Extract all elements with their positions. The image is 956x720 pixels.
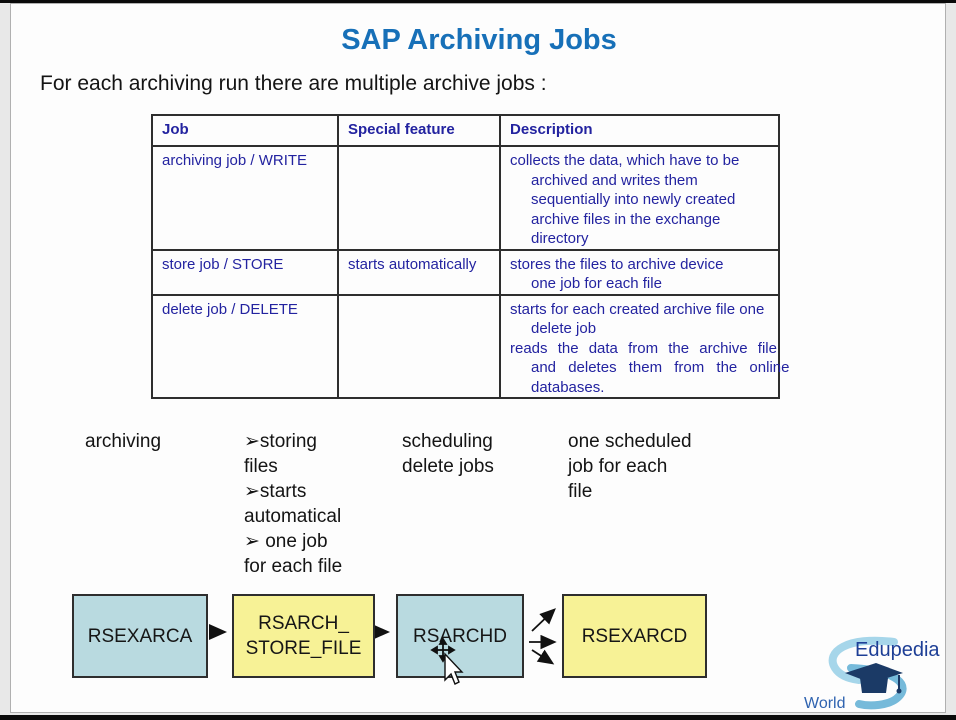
annotation-line: archiving	[85, 431, 162, 452]
annotation-archiving: archiving	[85, 429, 161, 454]
annotation-line: for each file	[244, 556, 343, 577]
annotation-line: file	[568, 481, 593, 502]
job-text: store job / STORE	[162, 255, 284, 273]
logo-brand-text: Edupedia	[855, 639, 940, 661]
description-line: sequentially into newly created	[531, 191, 736, 208]
description-line: directory	[531, 230, 589, 247]
flow-box-rsarch-store-file: RSARCH_ STORE_FILE	[232, 594, 375, 678]
column-header-description: Description	[499, 114, 780, 147]
graduation-cap-tassel-knob	[896, 688, 902, 694]
flow-box-label: RSEXARCD	[581, 625, 688, 647]
feature-text: starts automatically	[348, 255, 477, 273]
annotation-scheduling: scheduling delete jobs	[402, 429, 494, 479]
annotation-line: files	[244, 456, 278, 477]
description-line: starts for each created archive file one	[510, 300, 765, 318]
description-line: and deletes them from the online	[531, 359, 790, 376]
annotation-line: delete jobs	[402, 456, 494, 477]
feature-cell: starts automatically	[337, 248, 501, 296]
table-row: archiving job / WRITE collects the data,…	[151, 145, 780, 251]
bottom-black-bar	[0, 715, 956, 720]
archiving-jobs-table: Job Special feature Description archivin…	[151, 114, 790, 399]
flow-box-label: STORE_FILE	[245, 638, 362, 659]
description-line: collects the data, which have to be	[510, 152, 740, 169]
slide-title: SAP Archiving Jobs	[341, 24, 617, 56]
job-text: delete job / DELETE	[162, 300, 298, 318]
feature-cell	[337, 293, 501, 399]
annotation-line: automatical	[244, 506, 342, 527]
job-cell: archiving job / WRITE	[151, 145, 339, 251]
flow-box-label: RSARCHD	[413, 625, 507, 647]
graduation-cap-icon	[845, 663, 903, 683]
annotation-one-scheduled: one scheduled job for each file	[568, 429, 692, 504]
description-cell: collects the data, which have to be arch…	[499, 145, 780, 251]
logo-world-text: World	[804, 695, 846, 712]
edupedia-world-logo: Edupedia World	[804, 636, 940, 712]
description-line: stores the files to archive device	[510, 255, 724, 273]
annotation-line: ➢starts	[244, 481, 307, 502]
description-line: reads the data from the archive file	[510, 339, 777, 357]
description-line: archived and writes them	[531, 171, 698, 189]
table-row: delete job / DELETE starts for each crea…	[151, 293, 790, 399]
annotation-line: ➢storing	[244, 431, 317, 452]
annotation-line: ➢ one job	[244, 531, 328, 552]
flow-box-label: RSEXARCA	[87, 625, 193, 647]
description-cell: stores the files to archive device one j…	[499, 248, 780, 296]
table-header-row: Job Special feature Description	[151, 114, 780, 147]
top-black-bar	[0, 0, 956, 3]
slide-subtitle: For each archiving run there are multipl…	[40, 72, 547, 95]
job-text: archiving job / WRITE	[162, 152, 308, 169]
arrow-fan-down	[531, 649, 555, 665]
annotation-storing-files: ➢storing files ➢starts automatical ➢ one…	[244, 429, 342, 579]
logo-swoosh-upper	[828, 636, 898, 684]
column-header-special-feature: Special feature	[337, 114, 501, 147]
description-line: delete job	[531, 320, 597, 337]
description-cell: starts for each created archive file one…	[499, 293, 790, 399]
annotation-line: scheduling	[402, 431, 493, 452]
arrow-fan-up	[531, 608, 556, 632]
table-row: store job / STORE starts automatically s…	[151, 248, 780, 296]
feature-cell	[337, 145, 501, 251]
flow-box-label: RSARCH_	[258, 613, 349, 634]
flow-box-rsexarcd: RSEXARCD	[562, 594, 707, 678]
description-line: databases.	[531, 378, 605, 396]
flow-box-rsarchd: RSARCHD	[396, 594, 524, 678]
job-cell: store job / STORE	[151, 248, 339, 296]
annotation-line: one scheduled	[568, 431, 692, 452]
description-line: archive files in the exchange	[531, 210, 721, 228]
presentation-slide: SAP Archiving Jobs For each archiving ru…	[10, 3, 946, 713]
description-line: one job for each file	[531, 275, 662, 292]
graduation-cap-base	[860, 678, 888, 693]
job-cell: delete job / DELETE	[151, 293, 339, 399]
flow-box-rsexarca: RSEXARCA	[72, 594, 208, 678]
column-header-job: Job	[151, 114, 339, 147]
annotation-line: job for each	[568, 456, 668, 477]
